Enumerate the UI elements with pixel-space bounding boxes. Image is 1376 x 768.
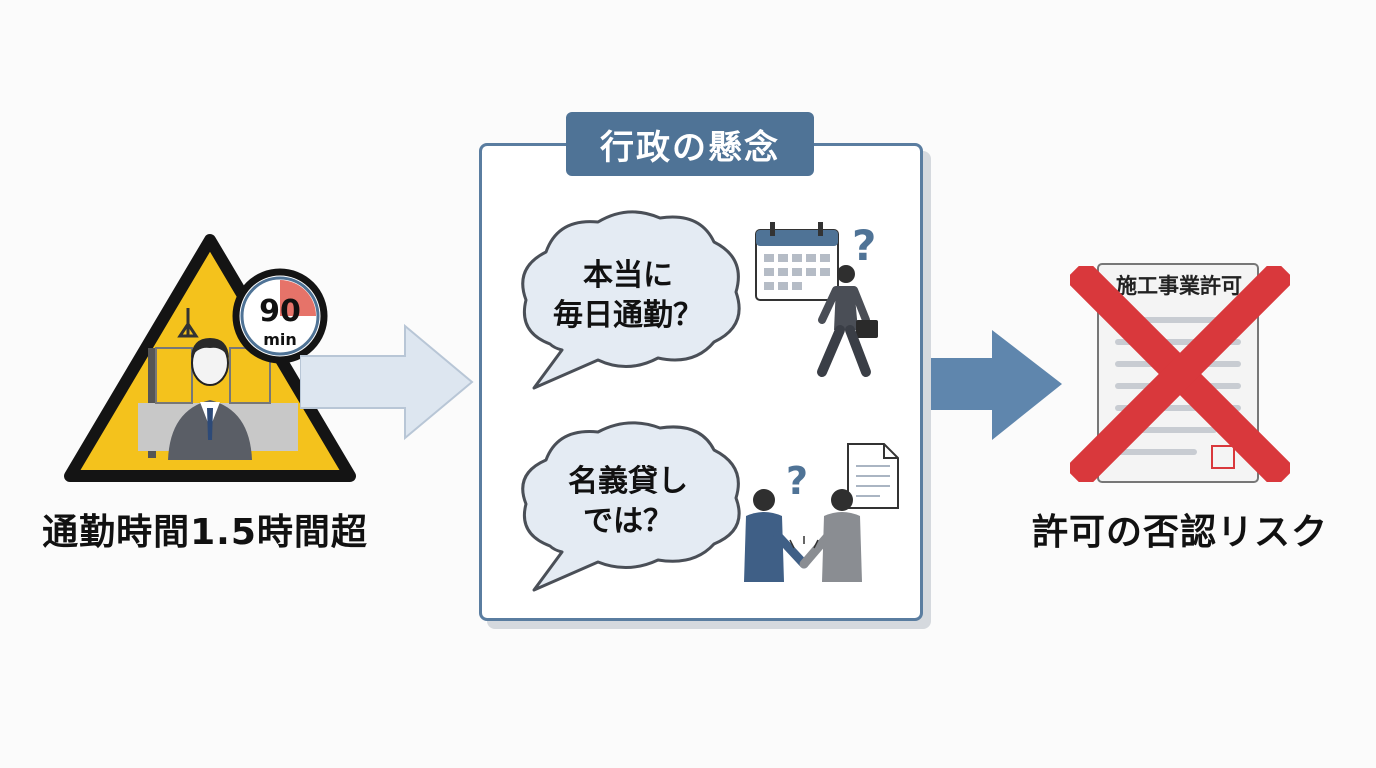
commute-time-caption: 通勤時間1.5時間超 bbox=[42, 512, 368, 553]
speech-bubble-2 bbox=[521, 421, 741, 592]
rejection-cross-icon bbox=[1070, 266, 1290, 482]
question-mark-icon: ? bbox=[852, 221, 876, 270]
light-arrow-icon bbox=[300, 323, 474, 441]
panel-title: 行政の懸念 bbox=[566, 112, 814, 176]
commuter-businessman-icon bbox=[168, 338, 252, 460]
warning-sign-illustration bbox=[64, 234, 356, 482]
document-icon bbox=[847, 443, 899, 509]
timer-90-min-icon bbox=[232, 268, 328, 364]
permit-rejection-caption: 許可の否認リスク bbox=[1031, 512, 1328, 553]
walking-businessman-icon bbox=[817, 265, 878, 377]
question-mark-icon-2: ? bbox=[786, 459, 808, 503]
speech-bubble-1 bbox=[521, 210, 741, 390]
timer-value: 90 bbox=[259, 294, 301, 329]
concern-1-text: 本当に 毎日通勤？ bbox=[528, 256, 728, 336]
concern-1-line1: 本当に bbox=[583, 258, 673, 293]
permit-document-title: 施工事業許可 bbox=[1116, 274, 1242, 298]
concern-2-line2: では？ bbox=[583, 504, 673, 539]
dark-arrow-icon bbox=[922, 330, 1062, 440]
concern-1-line2: 毎日通勤？ bbox=[553, 298, 703, 333]
handshake-illustration: ? bbox=[744, 443, 899, 582]
timer-unit: min bbox=[263, 330, 297, 349]
concern-2-line1: 名義貸し bbox=[568, 464, 688, 499]
handshake-businessmen-icon bbox=[744, 489, 862, 582]
concern-2-text: 名義貸し では？ bbox=[528, 462, 728, 542]
calendar-commuter-illustration: ? bbox=[755, 221, 878, 377]
calendar-icon bbox=[755, 222, 839, 301]
